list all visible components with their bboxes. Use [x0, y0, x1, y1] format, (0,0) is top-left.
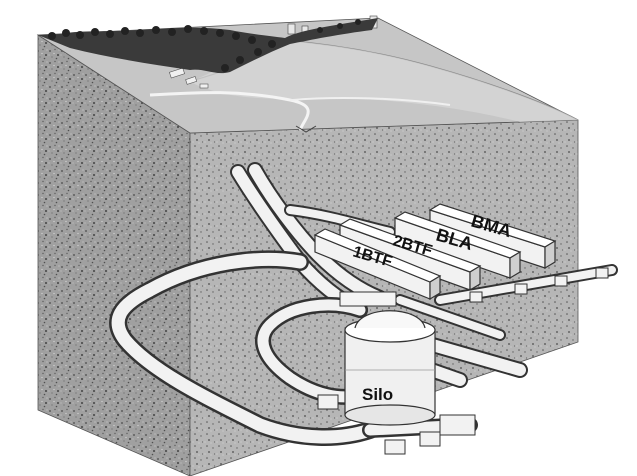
- sea-area: [190, 40, 578, 122]
- lower-junctions: [317, 394, 476, 455]
- vault-2btf: [338, 218, 482, 292]
- tunnel-entrance-notch: [295, 125, 317, 133]
- tunnel-stubs: [469, 267, 609, 303]
- vault-bla: [393, 211, 522, 280]
- vault-1btf: [313, 228, 442, 301]
- surface-road: [149, 91, 310, 131]
- surface-road-2: [289, 96, 451, 106]
- label-silo: Silo: [362, 385, 393, 404]
- tree-crowns: [48, 19, 361, 72]
- silo: [339, 291, 436, 426]
- surface-buildings: [169, 67, 209, 89]
